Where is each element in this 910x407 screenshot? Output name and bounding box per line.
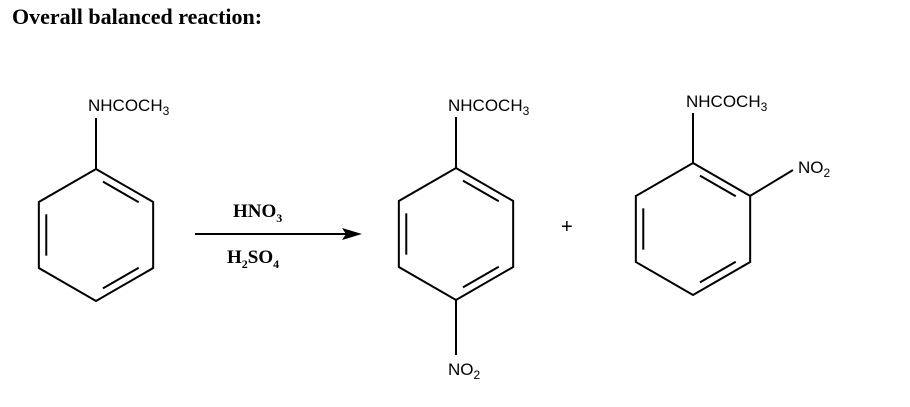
para-top-substituent: NHCOCH3 [448,96,530,118]
ring-outline [397,166,515,302]
double-bond-inner-line [699,174,737,198]
ortho-product-benzene-ring [634,161,752,297]
ortho-top-substituent: NHCOCH3 [686,92,768,114]
double-bond-inner-line [102,266,140,290]
ortho-no2-bond [749,169,794,197]
double-bond-inner-line [102,180,140,204]
reaction-arrow-head [342,228,362,240]
ring-outline [37,167,155,303]
para-product-benzene-ring [397,166,515,302]
reactant-benzene-ring [37,167,155,303]
double-bond-inner-line [462,265,500,289]
double-bond-inner-line [699,260,737,284]
reactant-substituent: NHCOCH3 [88,96,170,118]
para-bottom-substituent: NO2 [448,360,481,382]
bonds [95,113,794,355]
reagent-hno3: HNO3 [233,201,282,225]
ortho-side-substituent: NO2 [798,158,831,180]
double-bond-inner-line [462,179,500,203]
reagent-h2so4: H2SO4 [227,247,279,271]
plus-sign: + [561,216,573,238]
diagram-title: Overall balanced reaction: [12,4,263,29]
ring-outline [634,161,752,297]
